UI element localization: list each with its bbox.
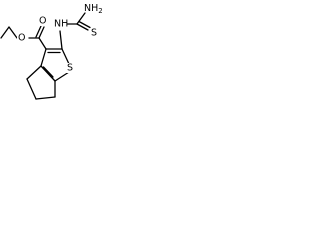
ester-oxygen-label: O [18, 33, 25, 44]
bond-carbonyl-c-o-2 [35, 25, 42, 38]
ester-oxygen-label-background [17, 33, 28, 43]
amine-label: NH [54, 19, 68, 30]
bond-ester-o-ch2 [8, 26, 18, 39]
amino-label: NH2 [84, 3, 103, 16]
bond-carbonyl-c-o-1 [38, 26, 45, 39]
bond-c6a-c3a [40, 65, 56, 82]
bond-c2-s1 [61, 48, 70, 65]
bond-c4-c5 [26, 78, 37, 100]
molecule-structure: NH NH2 S S O O [0, 3, 103, 100]
bond-c3a-c3 [40, 48, 47, 67]
thiophene-sulfur-label: S [67, 63, 73, 74]
carbonyl-oxygen-label-background [38, 16, 49, 26]
thiophene-sulfur-label-background [66, 63, 75, 73]
bond-c3a-c4 [26, 65, 42, 80]
amine-label-background [53, 19, 67, 30]
bond-thiourea-c-s-1 [76, 23, 89, 31]
thione-sulfur-label: S [91, 28, 97, 39]
carbonyl-oxygen-label: O [39, 16, 46, 27]
amino-label-main: NH [84, 3, 98, 14]
amino-label-subscript: 2 [98, 7, 102, 15]
bond-thiourea-c-s-2 [78, 20, 91, 29]
bond-thiourea-c-nh2 [76, 12, 86, 25]
bond-c2-nh [59, 30, 63, 50]
bond-ch2-ch3 [0, 26, 10, 39]
bond-c6a-c3a-inner [42, 66, 54, 78]
bond-c3-carbonyl-c [38, 37, 47, 50]
bond-c5-c6 [35, 96, 56, 100]
bond-s1-c6a [54, 71, 70, 82]
